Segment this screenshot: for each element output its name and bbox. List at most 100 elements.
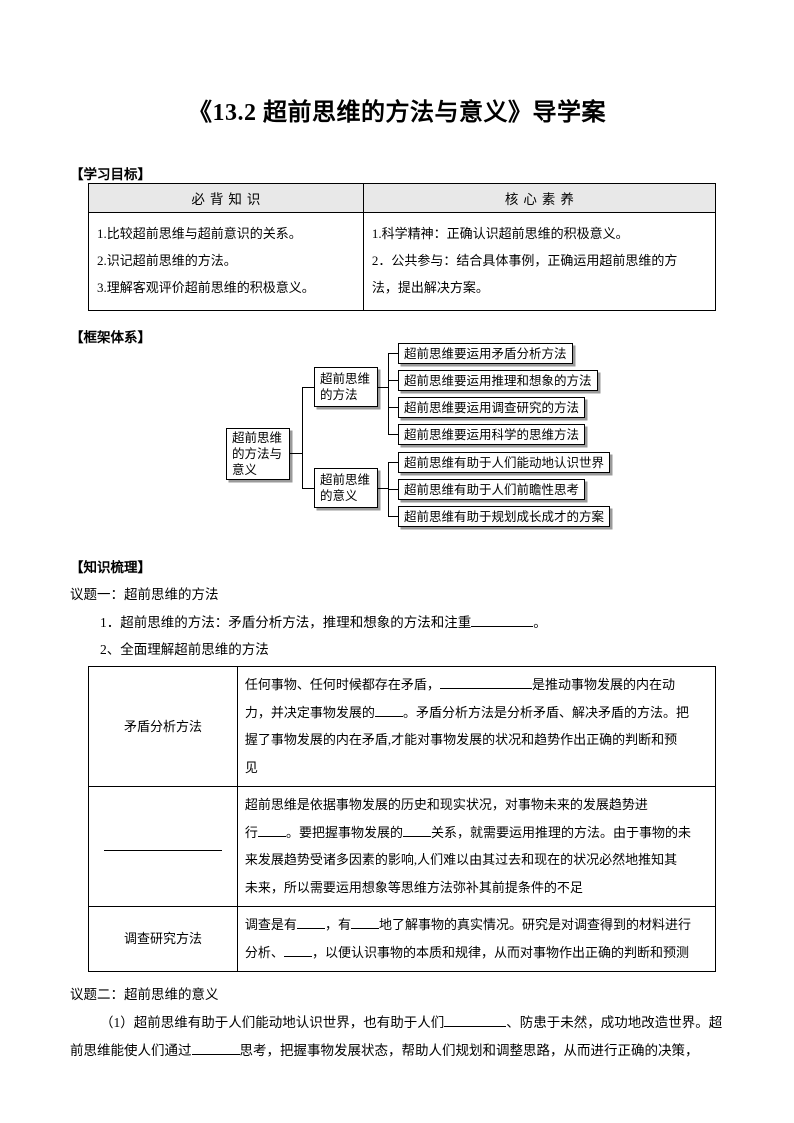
method-body-line: 未来，所以需要运用想象等思维方法弥补其前提条件的不足 bbox=[245, 874, 708, 902]
diagram-leaf-1-4: 超前思维要运用科学的思维方法 bbox=[398, 424, 586, 445]
method-body-text: 调查是有 bbox=[244, 917, 297, 932]
fill-blank[interactable] bbox=[103, 838, 222, 851]
section-heading-framework: 【框架体系】 bbox=[70, 330, 151, 345]
fill-blank[interactable] bbox=[402, 835, 431, 837]
table-row: 1.比较超前思维与超前意识的关系。 2.识记超前思维的方法。 3.理解客观评价超… bbox=[88, 212, 717, 311]
diagram-leaf-2-3: 超前思维有助于规划成长成才的方案 bbox=[398, 506, 611, 527]
method-label-cell: 矛盾分析方法 bbox=[88, 666, 238, 787]
diagram-leaf-1-3-label: 超前思维要运用调查研究的方法 bbox=[404, 400, 580, 415]
fill-blank[interactable] bbox=[471, 626, 534, 627]
diagram-node-branch-1: 超前思维 的方法 bbox=[314, 367, 378, 407]
diagram-leaf-1-1: 超前思维要运用矛盾分析方法 bbox=[398, 343, 573, 364]
method-body-text: 地了解事物的真实情况。研究是对调查得到的材料进行 bbox=[378, 917, 691, 932]
connector-root-stub bbox=[290, 453, 302, 455]
method-body-text: 。要把握事物发展的 bbox=[285, 824, 403, 840]
diagram-node-branch-2-line1: 超前思维 bbox=[320, 473, 371, 487]
method-body-line: 分析、 ，以便认识事物的本质和规律，从而对事物作出正确的判断和预测 bbox=[245, 939, 708, 967]
method-body-text: 是推动事物发展的内在动 bbox=[531, 677, 675, 692]
method-body-text: ，以便认识事物的本质和规律，从而对事物作出正确的判断和预测 bbox=[311, 944, 689, 960]
diagram-node-root-line2: 的方法与 bbox=[232, 447, 283, 461]
diagram-leaf-1-4-label: 超前思维要运用科学的思维方法 bbox=[404, 427, 580, 442]
connector-leaf-1-1 bbox=[388, 353, 398, 355]
list-item: 1.科学精神：正确认识超前思维的积极意义。 bbox=[371, 226, 629, 241]
diagram-node-branch-2: 超前思维 的意义 bbox=[314, 468, 378, 508]
method-body-cell: 调查是有 ，有 地了解事物的真实情况。研究是对调查得到的材料进行分析、 ，以便认识事物… bbox=[236, 906, 717, 972]
connector-to-branch-2 bbox=[302, 488, 314, 490]
connector-branch-2-stub bbox=[378, 488, 388, 490]
fill-blank[interactable] bbox=[191, 1054, 240, 1055]
method-body-line: 力，并决定事物发展的 。矛盾分析方法是分析矛盾、解决矛盾的方法。把 bbox=[245, 699, 708, 727]
diagram-leaf-2-3-label: 超前思维有助于规划成长成才的方案 bbox=[404, 509, 605, 524]
diagram-leaf-1-3: 超前思维要运用调查研究的方法 bbox=[398, 397, 586, 418]
method-body-text: 行 bbox=[244, 824, 258, 840]
method-body-text: 力，并决定事物发展的 bbox=[244, 704, 375, 720]
fill-blank[interactable] bbox=[374, 715, 403, 717]
method-body-text: 见 bbox=[244, 759, 258, 775]
method-body-text: 未来，所以需要运用想象等思维方法弥补其前提条件的不足 bbox=[244, 879, 583, 895]
table-row: 超前思维是依据事物发展的历史和现实状况，对事物未来的发展趋势进行。要把握事物发展… bbox=[88, 786, 717, 907]
method-table: 矛盾分析方法任何事物、任何时候都存在矛盾，是推动事物发展的内在动力，并决定事物发… bbox=[88, 666, 717, 972]
method-body-line: 任何事物、任何时候都存在矛盾，是推动事物发展的内在动 bbox=[245, 671, 708, 699]
method-body-line: 行 。要把握事物发展的 关系，就需要运用推理的方法。由于事物的未 bbox=[245, 819, 708, 847]
diagram-leaf-2-1-label: 超前思维有助于人们能动地认识世界 bbox=[404, 455, 605, 470]
list-item: 3.理解客观评价超前思维的积极意义。 bbox=[97, 280, 315, 295]
method-label-cell bbox=[88, 786, 238, 907]
diagram-leaf-1-1-label: 超前思维要运用矛盾分析方法 bbox=[404, 346, 567, 361]
connector-root-vertical bbox=[302, 387, 304, 489]
topic-1-item-1: 1．超前思维的方法：矛盾分析方法，推理和想象的方法和注重。 bbox=[100, 613, 547, 633]
topic-2-text-seg-2: 、防患于未然，成功地改造世界。超 bbox=[506, 1015, 723, 1030]
method-body-line: 调查是有 ，有 地了解事物的真实情况。研究是对调查得到的材料进行 bbox=[245, 911, 708, 939]
list-item: 2.识记超前思维的方法。 bbox=[97, 253, 237, 268]
topic-2-text-seg-3: 前思维能使人们通过 bbox=[70, 1043, 192, 1058]
topic-2-paragraph-line-1: （1）超前思维有助于人们能动地认识世界，也有助于人们 、防患于未然，成功地改造世界… bbox=[100, 1013, 722, 1033]
objectives-cell-knowledge: 1.比较超前思维与超前意识的关系。 2.识记超前思维的方法。 3.理解客观评价超… bbox=[88, 212, 364, 311]
diagram-node-branch-1-line2: 的方法 bbox=[320, 388, 358, 402]
list-item: 法，提出解决方案。 bbox=[371, 280, 489, 295]
diagram-node-branch-2-line2: 的意义 bbox=[320, 489, 358, 503]
fill-blank[interactable] bbox=[350, 928, 379, 929]
method-body-line: 见 bbox=[245, 754, 708, 782]
table-row: 矛盾分析方法任何事物、任何时候都存在矛盾，是推动事物发展的内在动力，并决定事物发… bbox=[88, 666, 717, 787]
list-item: 2．公共参与：结合具体事例，正确运用超前思维的方 bbox=[371, 253, 678, 268]
connector-leaf-1-3 bbox=[388, 407, 398, 409]
method-label-cell: 调查研究方法 bbox=[88, 906, 238, 972]
fill-blank[interactable] bbox=[257, 835, 286, 837]
method-body-line: 握了事物发展的内在矛盾,才能对事物发展的状况和趋势作出正确的判断和预 bbox=[245, 726, 708, 754]
method-body-cell: 超前思维是依据事物发展的历史和现实状况，对事物未来的发展趋势进行。要把握事物发展… bbox=[236, 786, 717, 907]
connector-leaf-2-2 bbox=[388, 489, 398, 491]
section-heading-knowledge: 【知识梳理】 bbox=[70, 560, 151, 575]
connector-leaf-1-2 bbox=[388, 380, 398, 382]
connector-leaf-1-4 bbox=[388, 434, 398, 436]
objectives-cell-literacy: 1.科学精神：正确认识超前思维的积极意义。 2．公共参与：结合具体事例，正确运用… bbox=[362, 212, 717, 311]
fill-blank[interactable] bbox=[296, 928, 325, 929]
table-row: 调查研究方法调查是有 ，有 地了解事物的真实情况。研究是对调查得到的材料进行分析、 ，… bbox=[88, 906, 717, 972]
topic-1-item-1-text: 1．超前思维的方法：矛盾分析方法，推理和想象的方法和注重 bbox=[100, 615, 472, 630]
method-body-text: 来发展趋势受诸多因素的影响,人们难以由其过去和现在的状况必然地推知其 bbox=[244, 852, 678, 867]
objectives-table: 必背知识 核心素养 1.比较超前思维与超前意识的关系。 2.识记超前思维的方法。… bbox=[88, 183, 717, 311]
method-body-text: 。矛盾分析方法是分析矛盾、解决矛盾的方法。把 bbox=[402, 704, 689, 720]
connector-leaf-2-3 bbox=[388, 516, 398, 518]
fill-blank[interactable] bbox=[283, 955, 312, 957]
diagram-leaf-2-2-label: 超前思维有助于人们前瞻性思考 bbox=[404, 482, 580, 497]
method-body-text: 握了事物发展的内在矛盾,才能对事物发展的状况和趋势作出正确的判断和预 bbox=[244, 732, 678, 747]
diagram-leaf-2-2: 超前思维有助于人们前瞻性思考 bbox=[398, 479, 586, 500]
diagram-leaf-1-2: 超前思维要运用推理和想象的方法 bbox=[398, 370, 598, 391]
list-item: 1.比较超前思维与超前意识的关系。 bbox=[97, 226, 302, 241]
fill-blank[interactable] bbox=[444, 1026, 507, 1027]
connector-branch-1-stub bbox=[378, 387, 388, 389]
table-header-row: 必背知识 核心素养 bbox=[88, 183, 717, 213]
diagram-node-root-line1: 超前思维 bbox=[232, 431, 283, 445]
method-body-text: 关系，就需要运用推理的方法。由于事物的未 bbox=[430, 824, 691, 840]
method-label-text: 矛盾分析方法 bbox=[123, 718, 202, 734]
topic-2-text-seg-1: （1）超前思维有助于人们能动地认识世界，也有助于人们 bbox=[100, 1015, 445, 1030]
method-body-text: ，有 bbox=[324, 917, 351, 932]
objectives-header-knowledge: 必背知识 bbox=[88, 183, 364, 213]
method-body-text: 分析、 bbox=[244, 944, 284, 960]
method-body-line: 来发展趋势受诸多因素的影响,人们难以由其过去和现在的状况必然地推知其 bbox=[245, 846, 708, 874]
diagram-leaf-2-1: 超前思维有助于人们能动地认识世界 bbox=[398, 452, 611, 473]
connector-to-branch-1 bbox=[302, 387, 314, 389]
connector-leaf-2-1 bbox=[388, 462, 398, 464]
topic-1-heading: 议题一：超前思维的方法 bbox=[70, 587, 219, 602]
fill-blank[interactable] bbox=[439, 688, 532, 689]
